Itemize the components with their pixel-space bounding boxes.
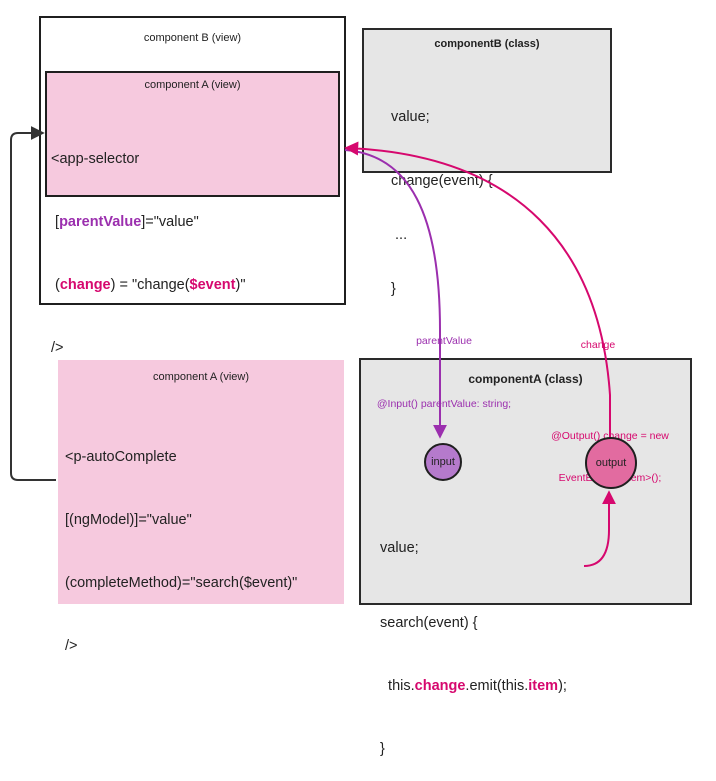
component-a-class-box xyxy=(359,358,692,605)
component-a-view-top-box xyxy=(45,71,340,197)
code-text: this. xyxy=(380,678,415,694)
component-a-view-top-title: component A (view) xyxy=(144,79,241,91)
output-node-label: output xyxy=(595,457,627,469)
change-binding: change xyxy=(59,277,111,293)
parent-value-binding: parentValue xyxy=(59,214,142,230)
code-line: } xyxy=(380,741,385,757)
code-text: .emit(this. xyxy=(465,678,529,694)
parent-value-arrow xyxy=(344,149,447,439)
code-line: /> xyxy=(65,638,78,654)
code-text: ); xyxy=(558,678,567,694)
emit-arrow xyxy=(583,490,616,567)
code-text: )" xyxy=(235,277,246,293)
code-line: (change) = "change($event)" xyxy=(51,275,245,296)
change-arrow-label: change xyxy=(570,338,626,352)
input-decorator-label: @Input() parentValue: string; xyxy=(376,398,512,410)
code-line: change(event) { xyxy=(391,173,493,189)
code-text: [ xyxy=(51,214,60,230)
code-line: [parentValue]="value" xyxy=(51,212,245,233)
component-b-class-code: value; change(event) { ... } xyxy=(391,72,493,316)
code-line: (completeMethod)="search($event)" xyxy=(65,575,298,591)
host-connector-arrow xyxy=(10,126,56,481)
component-b-view-title: component B (view) xyxy=(143,32,242,44)
code-line: this.change.emit(this.item); xyxy=(380,676,567,697)
event-token: $event xyxy=(189,277,236,293)
app-selector-code: <app-selector [parentValue]="value" (cha… xyxy=(51,107,245,380)
change-emitter-token: change xyxy=(414,678,466,694)
connectors-layer xyxy=(10,126,637,567)
code-text: ) = "change( xyxy=(110,277,190,293)
component-b-class-box xyxy=(362,28,612,173)
component-a-view-bottom-box xyxy=(56,358,346,606)
item-token: item xyxy=(528,678,559,694)
change-event-arrow xyxy=(344,141,611,440)
code-text: ( xyxy=(51,277,60,293)
code-line: } xyxy=(391,281,396,297)
code-line: value; xyxy=(380,540,419,556)
component-b-class-title: componentB (class) xyxy=(434,38,540,50)
code-line: value; xyxy=(391,109,430,125)
parent-value-arrow-label: parentValue xyxy=(404,334,484,348)
code-line: ... xyxy=(391,227,408,243)
code-line: <p-autoComplete xyxy=(65,449,177,465)
component-a-view-bottom-title: component A (view) xyxy=(153,371,249,383)
code-line: [(ngModel)]="value" xyxy=(65,512,192,528)
code-line: /> xyxy=(51,340,64,356)
component-a-class-title: componentA (class) xyxy=(468,372,583,386)
output-node xyxy=(585,437,637,489)
code-text: ]="value" xyxy=(141,214,199,230)
code-line: <app-selector xyxy=(51,151,140,167)
input-node xyxy=(424,443,462,481)
autocomplete-code: <p-autoComplete [(ngModel)]="value" (com… xyxy=(65,405,297,678)
input-node-label: input xyxy=(431,456,455,468)
